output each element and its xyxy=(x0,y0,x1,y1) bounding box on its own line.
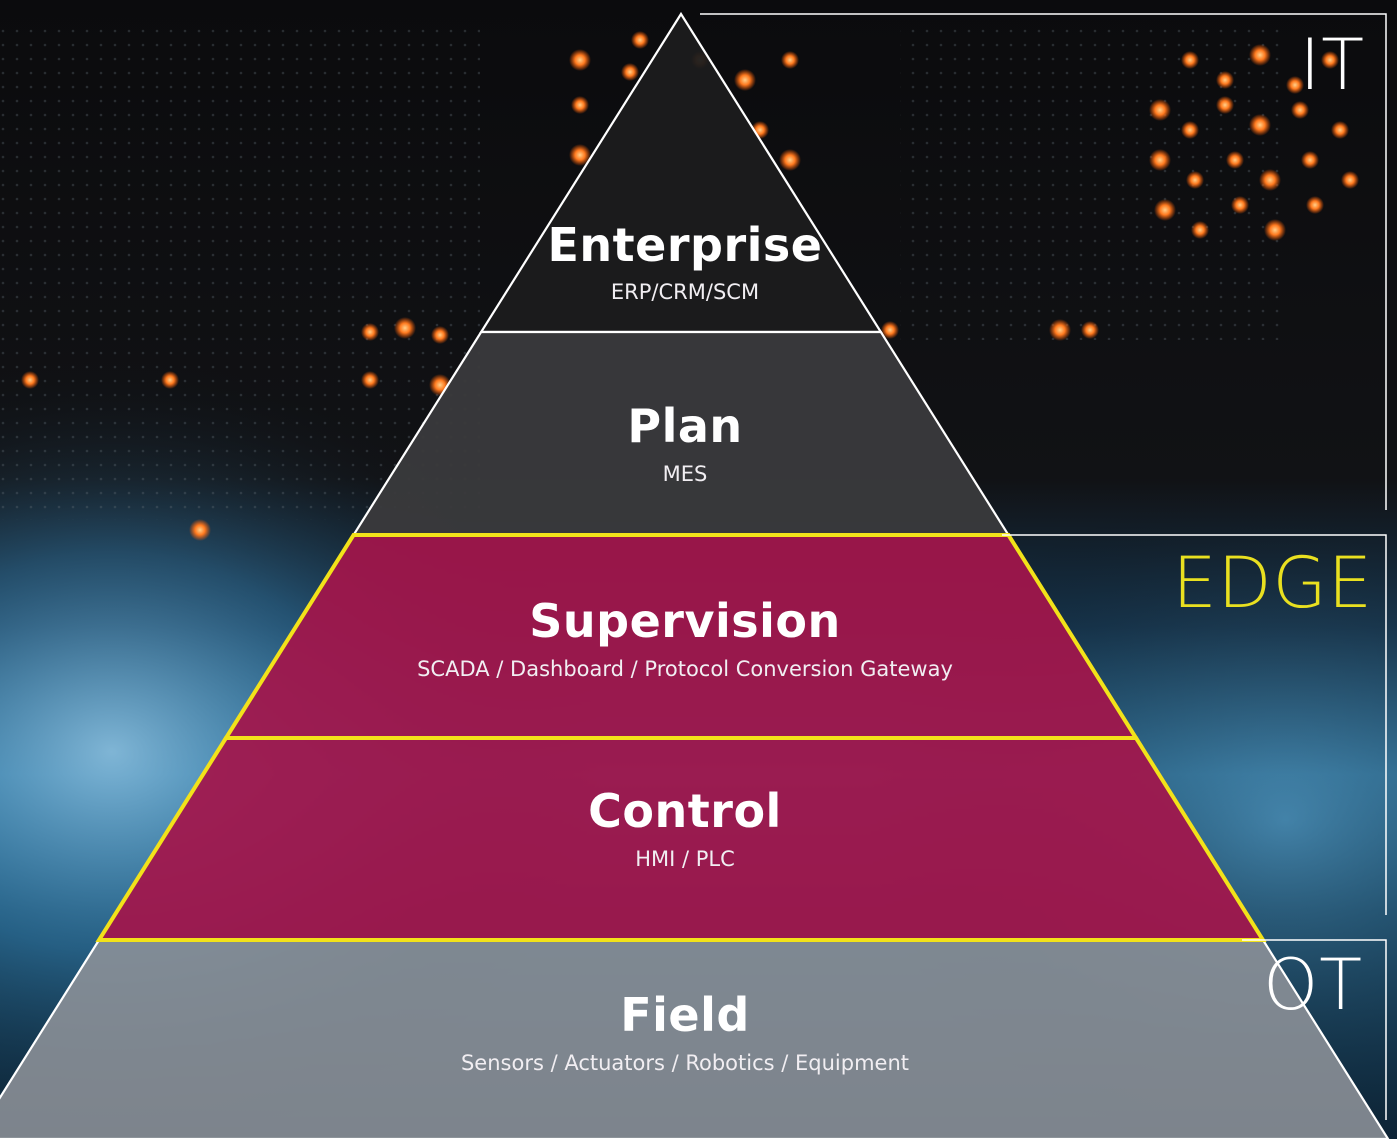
background-light xyxy=(361,323,379,341)
enterprise-subtitle: ERP/CRM/SCM xyxy=(610,280,760,304)
background-light xyxy=(189,519,211,541)
pyramid-layer-control xyxy=(95,736,1267,942)
background-light xyxy=(1341,171,1359,189)
background-light xyxy=(1249,44,1271,66)
background-light xyxy=(779,149,801,171)
background-light xyxy=(431,326,449,344)
background-light xyxy=(1286,76,1304,94)
background-light xyxy=(781,51,799,69)
background-lights xyxy=(21,31,1359,541)
background-light xyxy=(631,31,649,49)
background-light xyxy=(161,371,179,389)
background-light xyxy=(1264,219,1286,241)
background-light xyxy=(361,371,379,389)
background-light xyxy=(1154,199,1176,221)
it-zone-label: IT xyxy=(1299,24,1365,106)
background-light xyxy=(1259,169,1281,191)
background-light xyxy=(1226,151,1244,169)
it-zone-divider xyxy=(700,13,1387,510)
pyramid xyxy=(0,11,1390,1139)
field-subtitle: Sensors / Actuators / Robotics / Equipme… xyxy=(460,1051,910,1075)
edge-zone-label: EDGE xyxy=(1172,542,1373,624)
background-light xyxy=(1301,151,1319,169)
background-light xyxy=(569,144,591,166)
background-light xyxy=(1186,171,1204,189)
plan-subtitle: MES xyxy=(662,462,708,486)
supervision-subtitle: SCADA / Dashboard / Protocol Conversion … xyxy=(417,657,953,681)
background-light xyxy=(1231,196,1249,214)
background-light xyxy=(621,63,639,81)
background-light xyxy=(1216,96,1234,114)
background-led-grid-right xyxy=(900,20,1280,340)
background-light xyxy=(881,321,899,339)
plan-title: Plan xyxy=(627,399,743,453)
edge-zone-divider xyxy=(1002,534,1387,915)
enterprise-title: Enterprise xyxy=(547,218,823,272)
ot-zone-divider xyxy=(1242,939,1387,1120)
background-light xyxy=(1049,319,1071,341)
background-light xyxy=(1249,114,1271,136)
background-light xyxy=(1306,196,1324,214)
control-subtitle: HMI / PLC xyxy=(635,847,735,871)
supervision-title: Supervision xyxy=(529,594,841,648)
control-title: Control xyxy=(588,784,782,838)
ot-zone-label: OT xyxy=(1263,944,1363,1026)
field-title: Field xyxy=(620,988,750,1042)
background-light xyxy=(1321,51,1339,69)
zone-dividers xyxy=(700,13,1387,1120)
background-light xyxy=(569,49,591,71)
background-light xyxy=(1181,121,1199,139)
background-light xyxy=(734,69,756,91)
background-light xyxy=(571,96,589,114)
background-light xyxy=(1181,51,1199,69)
background-led-grid-left xyxy=(0,20,480,520)
background-light xyxy=(1149,99,1171,121)
background-light xyxy=(1331,121,1349,139)
background-light xyxy=(21,371,39,389)
background-light xyxy=(1191,221,1209,239)
background-light xyxy=(1216,71,1234,89)
background-light xyxy=(1291,101,1309,119)
background-light xyxy=(1149,149,1171,171)
background-light xyxy=(1081,321,1099,339)
background-light xyxy=(394,317,416,339)
